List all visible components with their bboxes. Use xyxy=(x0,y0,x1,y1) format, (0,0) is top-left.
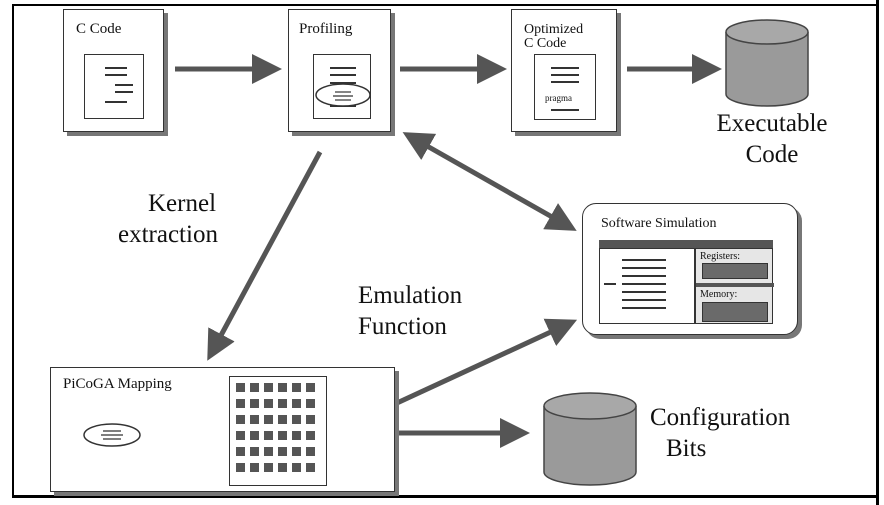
executable-cylinder xyxy=(725,19,809,107)
software-simulation-title: Software Simulation xyxy=(601,216,717,231)
picoga-cell-array xyxy=(229,376,327,486)
emulation-function-label: Emulation Function xyxy=(358,280,462,342)
configuration-line-1: Configuration xyxy=(650,404,791,431)
picoga-kernel-oval xyxy=(83,423,141,447)
profiling-box: Profiling xyxy=(288,9,391,132)
side-pane-divider xyxy=(696,283,774,287)
c-code-title: C Code xyxy=(76,21,122,37)
memory-label: Memory: xyxy=(700,289,738,300)
kernel-line-2: extraction xyxy=(118,221,218,248)
registers-label: Registers: xyxy=(700,251,740,262)
picoga-mapping-title: PiCoGA Mapping xyxy=(63,376,172,392)
emulation-line-2: Function xyxy=(358,313,447,340)
simulation-code-pane xyxy=(599,248,695,324)
kernel-extraction-label: Kernel extraction xyxy=(118,188,218,250)
executable-line-2: Code xyxy=(745,141,799,168)
c-code-page xyxy=(84,54,144,119)
configuration-cylinder xyxy=(543,392,637,486)
frame-right-edge xyxy=(876,0,879,505)
pragma-label: pragma xyxy=(545,93,572,103)
arrow-profiling-to-picoga xyxy=(207,150,323,361)
simulation-header-bar xyxy=(599,240,773,248)
configuration-line-2: Bits xyxy=(666,435,707,462)
emulation-line-1: Emulation xyxy=(358,282,463,309)
software-simulation-panel: Software Simulation Registers: Memory: xyxy=(582,203,798,335)
registers-box xyxy=(702,263,768,279)
arrow-picoga-to-simulation xyxy=(382,318,578,412)
optimized-code-box: Optimized C Code pragma xyxy=(511,9,617,132)
c-code-box: C Code xyxy=(63,9,164,132)
executable-line-1: Executable xyxy=(716,110,828,137)
optimized-page: pragma xyxy=(534,54,596,120)
picoga-cell-grid xyxy=(236,383,315,472)
picoga-mapping-box: PiCoGA Mapping xyxy=(50,367,395,492)
executable-label: Executable Code xyxy=(692,108,852,170)
arrow-profiling-simulation xyxy=(402,132,577,231)
configuration-label: Configuration Bits xyxy=(650,402,790,464)
simulation-side-pane: Registers: Memory: xyxy=(695,248,774,324)
memory-box xyxy=(702,302,768,322)
optimized-title-2: C Code xyxy=(524,36,567,51)
profiling-title: Profiling xyxy=(299,21,353,37)
diagram-frame xyxy=(12,4,878,498)
profiling-kernel-oval xyxy=(315,83,371,107)
optimized-title-1: Optimized xyxy=(524,22,584,37)
kernel-line-1: Kernel xyxy=(148,190,217,217)
